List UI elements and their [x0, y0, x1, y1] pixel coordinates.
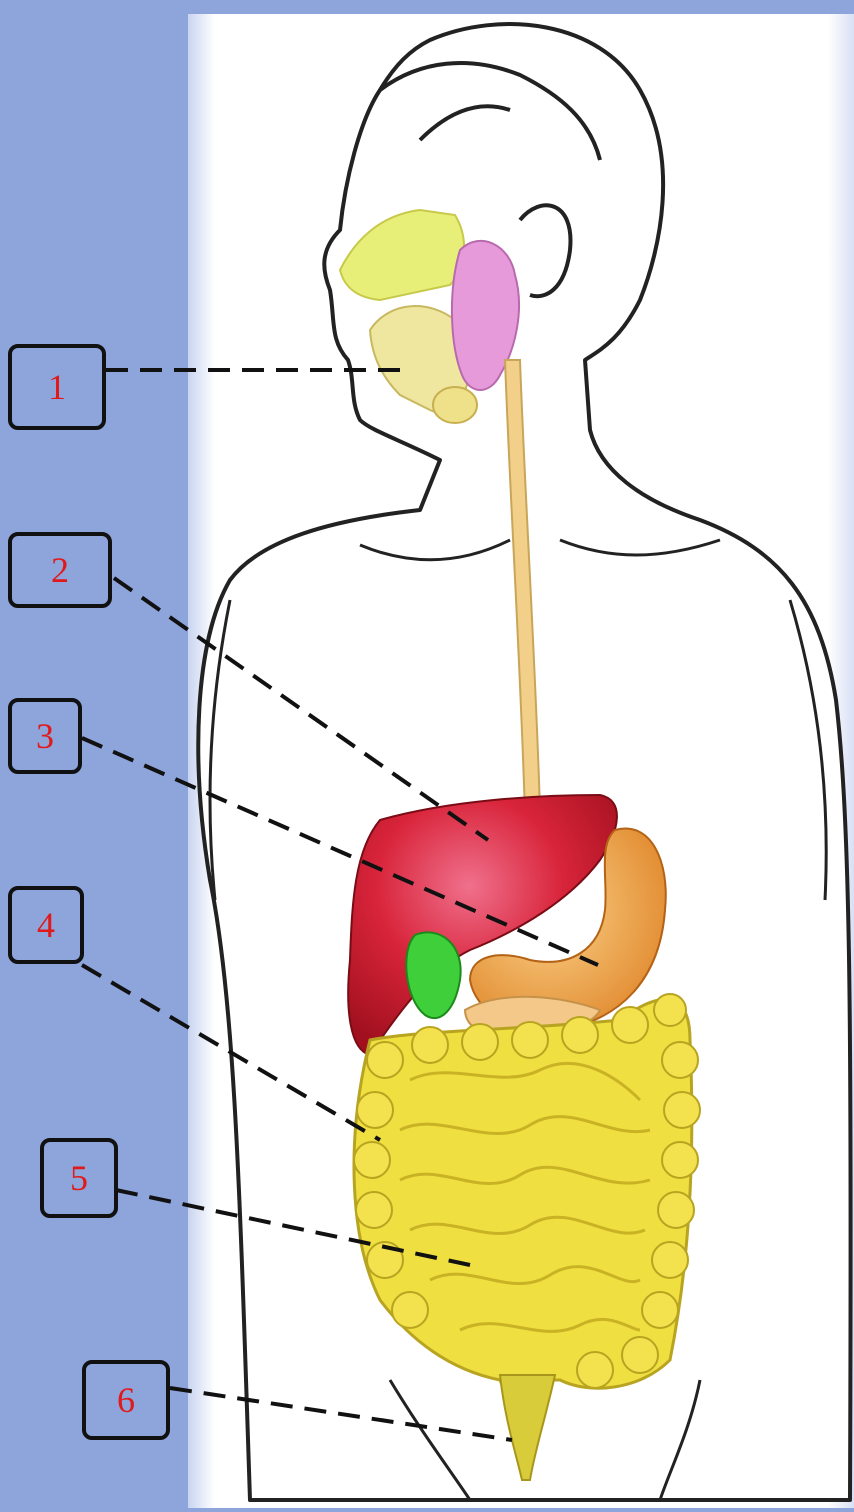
label-6-text: 6: [117, 1382, 135, 1418]
label-4-text: 4: [37, 907, 55, 943]
label-1-text: 1: [48, 369, 66, 405]
label-2-text: 2: [51, 552, 69, 588]
label-4: 4: [8, 886, 84, 964]
label-2: 2: [8, 532, 112, 608]
label-5-text: 5: [70, 1160, 88, 1196]
label-3-text: 3: [36, 718, 54, 754]
label-1: 1: [8, 344, 106, 430]
label-5: 5: [40, 1138, 118, 1218]
sublingual-gland: [433, 387, 477, 423]
label-3: 3: [8, 698, 82, 774]
label-6: 6: [82, 1360, 170, 1440]
